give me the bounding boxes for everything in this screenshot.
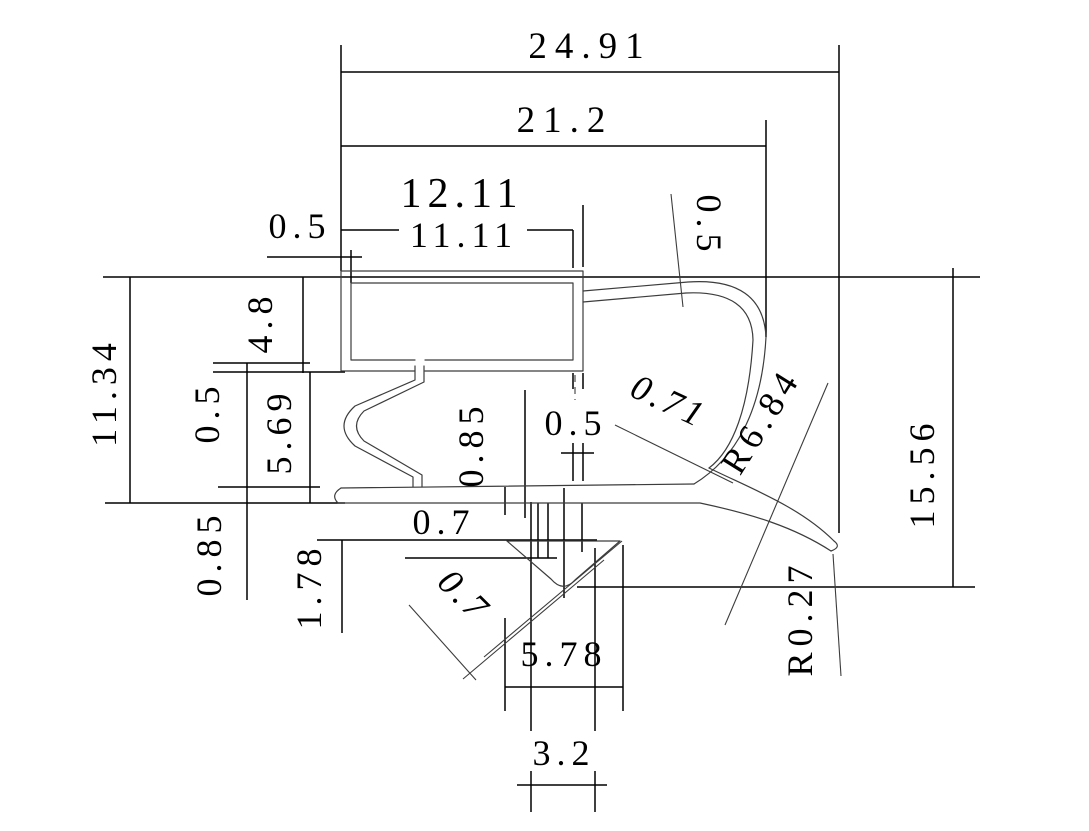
- dim-top-wall: 0.5: [269, 206, 332, 246]
- dim-left-height: 11.34: [84, 337, 124, 447]
- dim-overall-width: 24.91: [528, 26, 651, 67]
- dim-tip-radius: R0.27: [780, 559, 820, 676]
- dimension-lines: [103, 45, 980, 812]
- dim-lip-drop: 1.78: [289, 543, 329, 630]
- gasket-profile-outline: [334, 270, 838, 587]
- foot-top: [340, 483, 695, 489]
- dim-bellows-height: 5.69: [259, 388, 299, 475]
- bulb-inner: [350, 282, 574, 361]
- dim-magnet-width: 3.2: [533, 733, 596, 773]
- flap-upper: [582, 281, 767, 485]
- dim-flap-thickness: 0.71: [625, 366, 714, 436]
- dim-box-outer-width: 12.11: [401, 171, 524, 217]
- dart-outline: [506, 540, 621, 587]
- dim-dart-wall: 0.7: [430, 561, 499, 630]
- bulb-outer: [340, 270, 584, 372]
- foot-bottom: [337, 502, 832, 552]
- dim-bottom-wall: 0.5: [187, 381, 227, 444]
- bellows-outer: [343, 365, 416, 488]
- dimension-labels: 24.91 21.2 12.11 11.11 0.5 11.34 4.8 0.5…: [84, 26, 942, 773]
- bellows-inner: [355, 365, 425, 488]
- flap-tip-cap: [830, 540, 838, 552]
- dim-center-gap: 0.5: [545, 403, 608, 443]
- foot-cap: [334, 487, 342, 504]
- dim-box-inner-width: 11.11: [410, 215, 518, 255]
- dim-notch-width: 0.7: [413, 502, 476, 542]
- dim-upper-width: 21.2: [517, 100, 614, 141]
- dim-foot-thickness: 0.85: [189, 510, 229, 597]
- flap-sweep-top: [708, 467, 835, 542]
- dim-mid-rib-thickness: 0.85: [451, 401, 491, 488]
- dim-flap-root-wall: 0.5: [689, 195, 729, 258]
- dim-box-height: 4.8: [240, 291, 280, 354]
- flap-lower: [582, 292, 754, 469]
- leader-lines: [408, 193, 842, 681]
- dim-right-height: 15.56: [902, 418, 942, 529]
- dim-dart-width: 5.78: [521, 634, 608, 674]
